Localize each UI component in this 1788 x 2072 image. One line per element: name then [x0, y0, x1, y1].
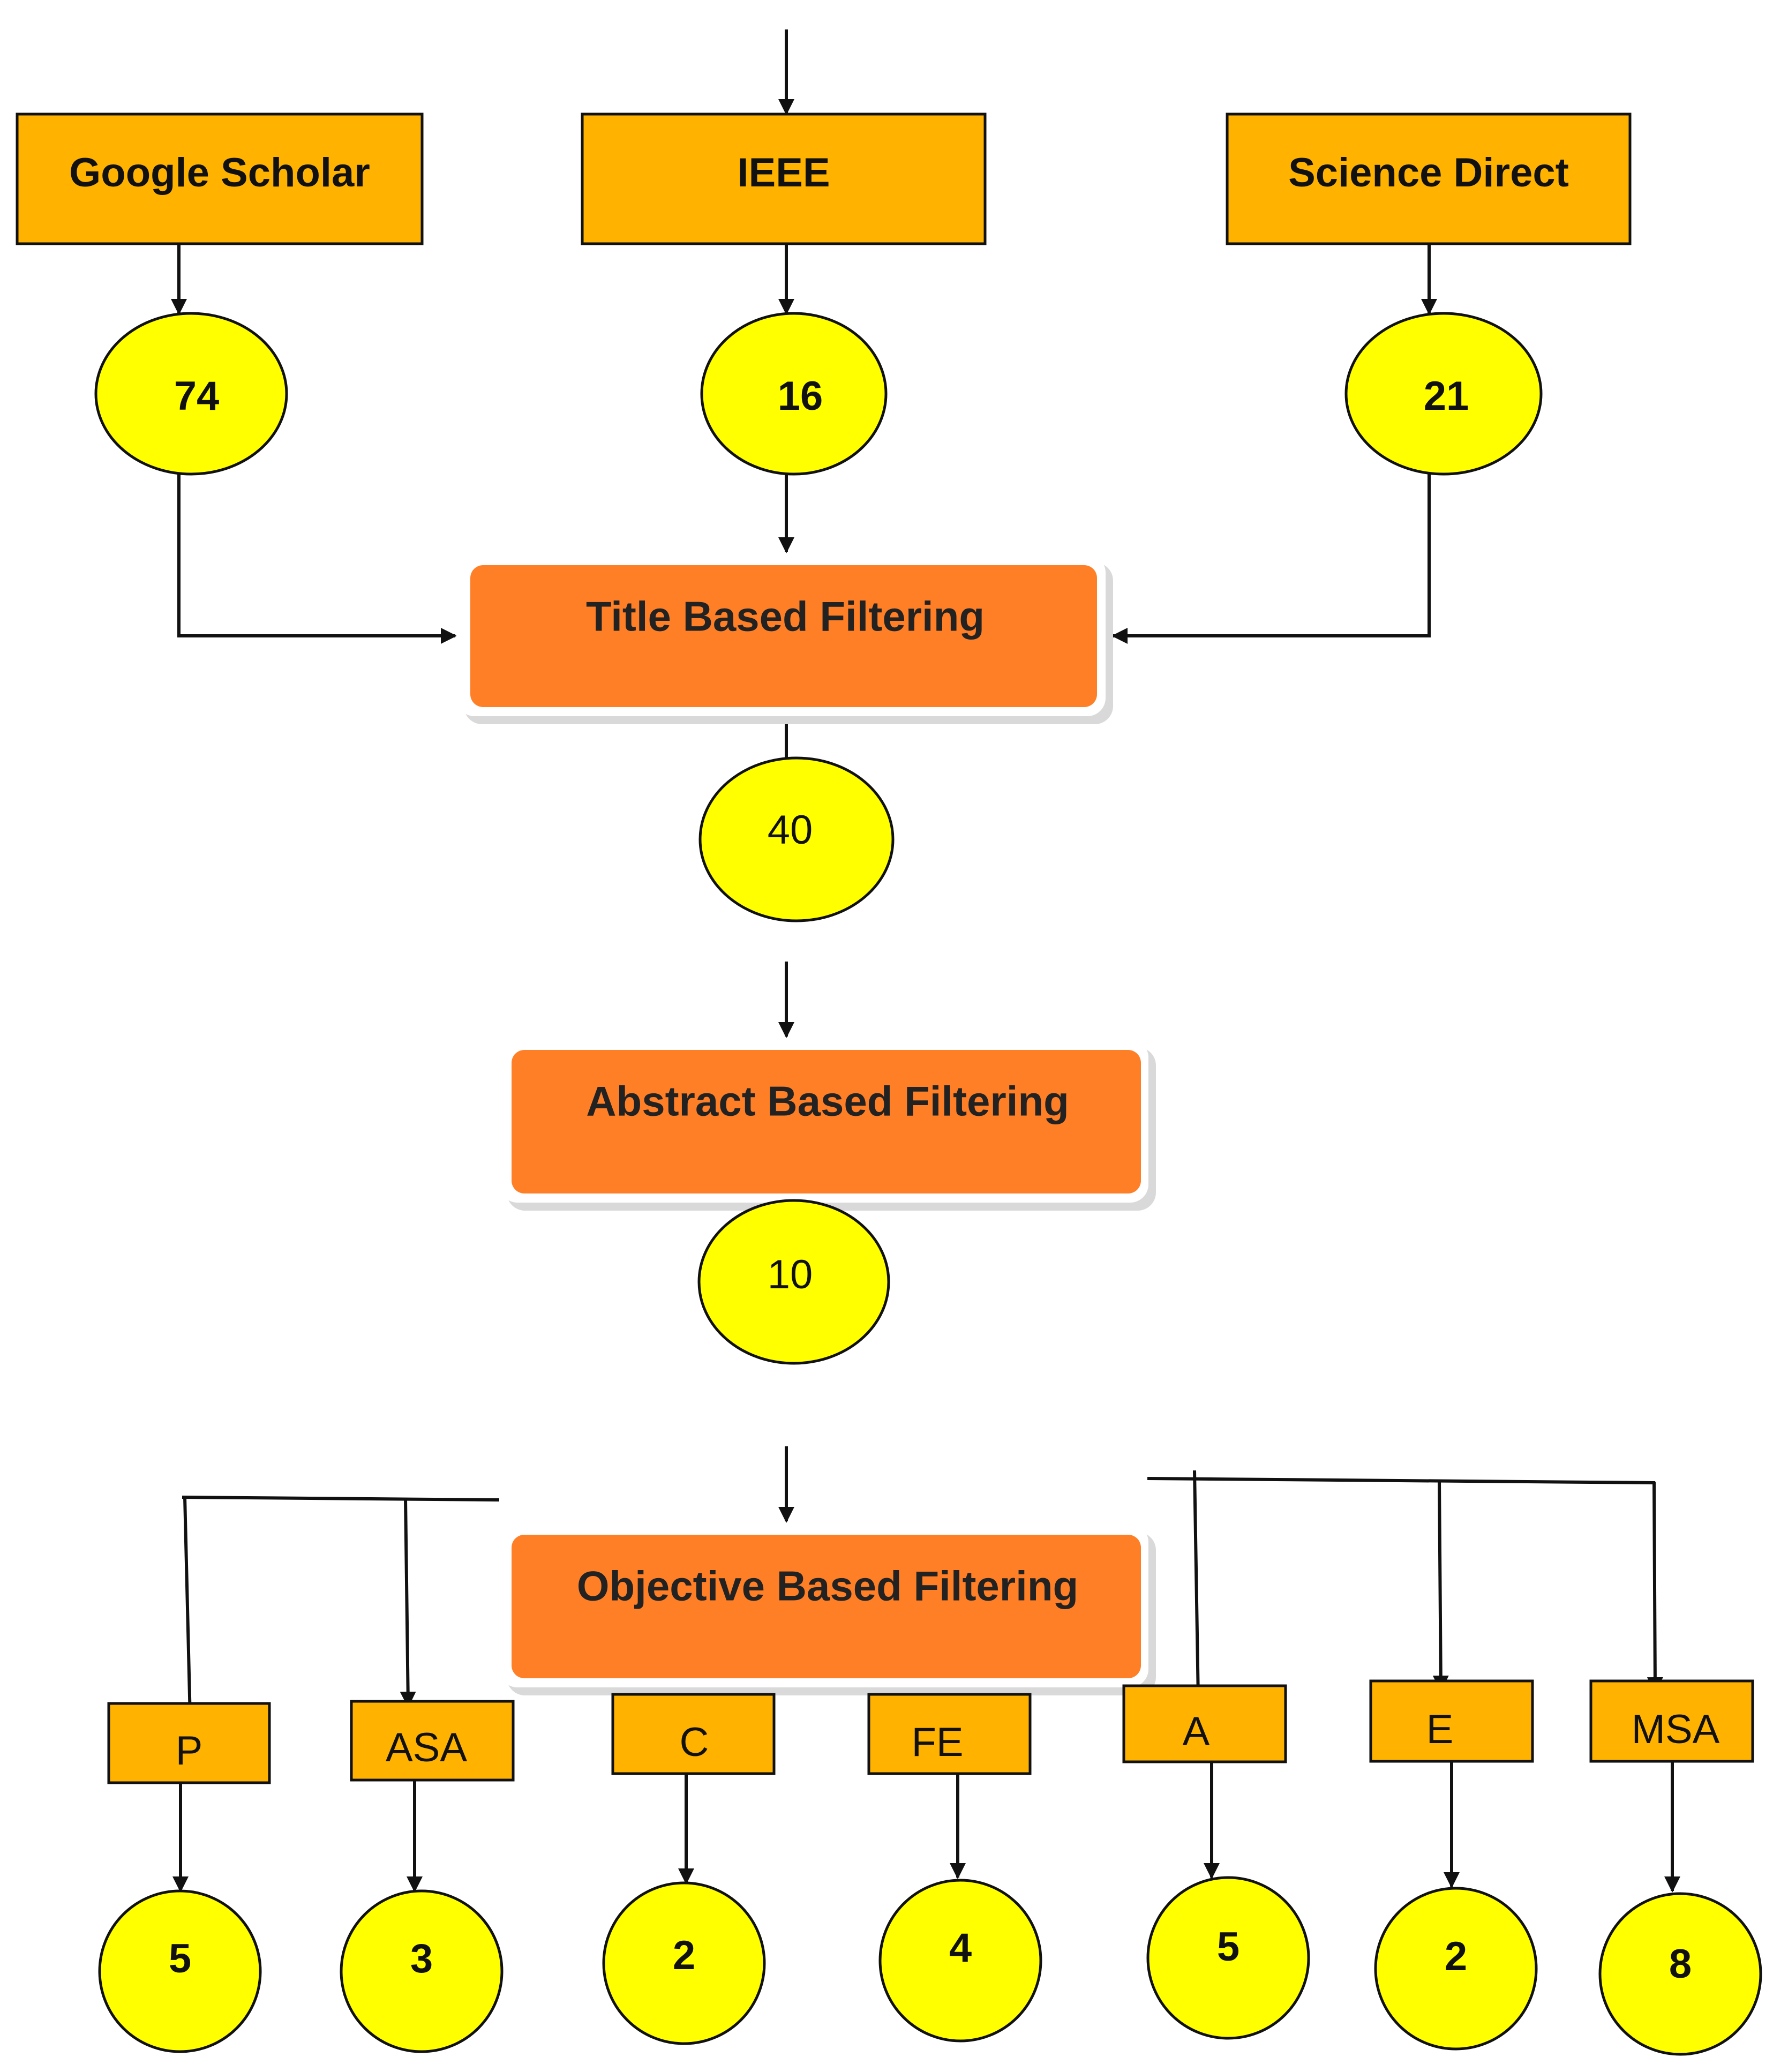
count-google-scholar: 74 — [94, 312, 288, 476]
source-box — [16, 112, 424, 245]
arrow-to-a — [1190, 1470, 1206, 1701]
stage-title-filtering: Title Based Filtering — [456, 554, 1113, 724]
category-label: FE — [911, 1720, 963, 1765]
count-msa: 8 — [1598, 1892, 1762, 2056]
count-circle — [340, 1889, 504, 2053]
category-label: MSA — [1632, 1707, 1720, 1752]
source-science-direct: Science Direct — [1226, 112, 1632, 245]
category-c: C — [611, 1693, 776, 1775]
category-box — [611, 1693, 776, 1775]
stage-abstract-filtering: Abstract Based Filtering — [499, 1039, 1156, 1211]
count-circle — [698, 756, 895, 922]
arrow-google-count-to-title-filter — [177, 474, 457, 644]
count-after-title-filtering: 40 — [698, 756, 895, 922]
count-circle — [700, 312, 888, 476]
count-value: 3 — [410, 1936, 433, 1981]
count-value: 5 — [1217, 1924, 1239, 1970]
source-label: IEEE — [737, 150, 830, 196]
left-branch-bar — [182, 1496, 500, 1502]
category-label: ASA — [386, 1725, 467, 1770]
count-circle — [94, 312, 288, 476]
source-box — [1226, 112, 1632, 245]
arrow-to-msa — [1647, 1481, 1663, 1693]
count-circle — [98, 1889, 262, 2053]
source-ieee: IEEE — [581, 112, 987, 245]
count-circle — [1374, 1887, 1538, 2051]
stage-label: Title Based Filtering — [586, 593, 985, 640]
count-circle — [602, 1881, 766, 2045]
count-ieee: 16 — [700, 312, 888, 476]
count-a: 5 — [1146, 1876, 1310, 2040]
arrow-to-p — [182, 1497, 198, 1720]
stage-label: Abstract Based Filtering — [586, 1078, 1069, 1125]
count-after-abstract-filtering: 10 — [697, 1199, 890, 1365]
category-e: E — [1369, 1679, 1534, 1763]
count-value: 21 — [1424, 373, 1469, 419]
arrow-to-asa — [400, 1498, 416, 1708]
category-label: C — [680, 1720, 709, 1765]
category-msa: MSA — [1589, 1679, 1754, 1763]
category-box — [867, 1693, 1032, 1775]
count-e: 2 — [1374, 1887, 1538, 2051]
count-circle — [1344, 312, 1543, 476]
count-c: 2 — [602, 1881, 766, 2045]
stage-objective-filtering: Objective Based Filtering — [499, 1524, 1156, 1695]
count-value: 10 — [768, 1252, 813, 1297]
arrow-science-count-to-title-filter — [1111, 474, 1431, 644]
category-asa: ASA — [350, 1700, 515, 1782]
category-box — [107, 1702, 271, 1784]
category-label: E — [1426, 1707, 1454, 1752]
category-box — [1369, 1679, 1534, 1763]
category-fe: FE — [867, 1693, 1032, 1775]
count-circle — [1146, 1876, 1310, 2040]
count-value: 40 — [768, 807, 813, 853]
source-google-scholar: Google Scholar — [16, 112, 424, 245]
source-label: Science Direct — [1288, 150, 1569, 196]
stage-label: Objective Based Filtering — [577, 1563, 1078, 1610]
count-circle — [697, 1199, 890, 1365]
category-box — [1589, 1679, 1754, 1763]
count-value: 74 — [174, 373, 220, 419]
stage-box — [470, 565, 1097, 707]
category-label: P — [176, 1728, 203, 1774]
connectors — [171, 29, 1680, 1893]
category-a: A — [1122, 1684, 1287, 1763]
count-fe: 4 — [878, 1879, 1042, 2043]
stage-box — [512, 1535, 1141, 1678]
count-value: 2 — [1445, 1934, 1467, 1979]
category-box — [350, 1700, 515, 1782]
count-value: 8 — [1669, 1941, 1692, 1987]
source-box — [581, 112, 987, 245]
count-circle — [1598, 1892, 1762, 2056]
category-p: P — [107, 1702, 271, 1784]
count-asa: 3 — [340, 1889, 504, 2053]
count-circle — [878, 1879, 1042, 2043]
arrow-to-e — [1432, 1481, 1449, 1692]
right-branch-bar — [1147, 1477, 1656, 1484]
category-box — [1122, 1684, 1287, 1763]
count-value: 16 — [778, 373, 823, 419]
count-value: 4 — [949, 1925, 972, 1971]
count-p: 5 — [98, 1889, 262, 2053]
stage-box — [512, 1050, 1141, 1193]
category-label: A — [1183, 1709, 1210, 1754]
count-value: 2 — [673, 1933, 695, 1978]
source-label: Google Scholar — [69, 150, 370, 196]
count-value: 5 — [169, 1936, 191, 1981]
count-science-direct: 21 — [1344, 312, 1543, 476]
